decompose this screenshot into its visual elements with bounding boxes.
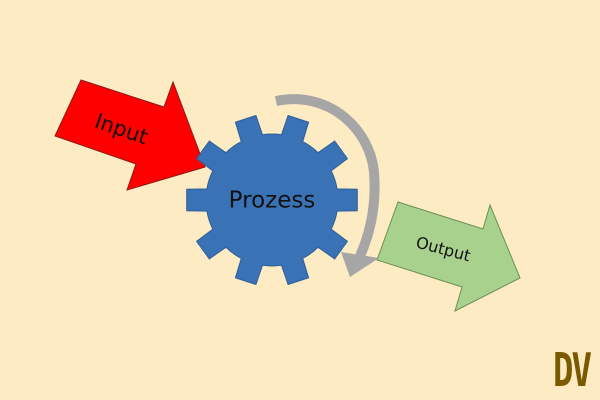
process-gear: Prozess bbox=[186, 114, 358, 286]
curved-arrow-icon bbox=[275, 94, 380, 259]
output-arrow-icon bbox=[376, 201, 521, 312]
cycle-arrow bbox=[275, 94, 380, 277]
input-arrow-icon bbox=[54, 79, 206, 191]
process-label: Prozess bbox=[229, 188, 316, 214]
output-arrow: Output bbox=[376, 201, 521, 312]
curved-arrow-head-icon bbox=[341, 252, 379, 277]
input-arrow: Input bbox=[54, 79, 206, 191]
dv-logo: DV bbox=[553, 344, 592, 399]
gear-icon bbox=[186, 114, 358, 286]
